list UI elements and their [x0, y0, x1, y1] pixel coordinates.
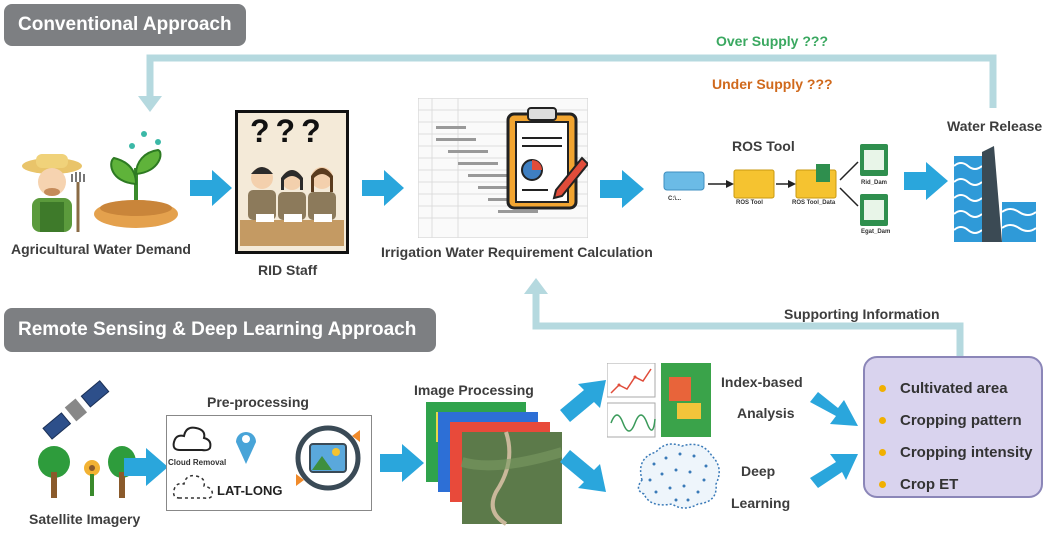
index-based-label: Index-based — [721, 374, 803, 390]
flow-arrow-index — [560, 380, 606, 422]
cloud-icon — [172, 426, 212, 452]
flow-arrow-4 — [904, 162, 948, 200]
output-item: Cultivated area — [879, 372, 1041, 404]
bullet-icon — [879, 448, 886, 456]
question-marks: ??? — [250, 113, 327, 149]
output-cultivated-area: Cultivated area — [900, 379, 1008, 397]
flow-arrow-deep — [560, 450, 606, 492]
output-item: Cropping intensity — [879, 436, 1041, 468]
remote-sensing-title: Remote Sensing & Deep Learning Approach — [4, 308, 436, 352]
farmer-icon — [22, 154, 85, 232]
output-cropping-intensity: Cropping intensity — [900, 443, 1033, 461]
dashed-cloud-icon — [172, 474, 214, 499]
index-charts-icon — [607, 363, 711, 438]
bullet-icon — [879, 480, 886, 488]
lat-long-label: LAT-LONG — [217, 483, 283, 498]
preprocessing-label: Pre-processing — [207, 394, 309, 410]
trees-icon — [38, 446, 136, 498]
conventional-approach-title: Conventional Approach — [4, 4, 246, 46]
image-stack-icon — [426, 402, 562, 526]
ros-folder-label: ROS Tool — [736, 200, 763, 206]
flow-arrow-1 — [190, 170, 232, 206]
satellite-icon — [42, 380, 110, 440]
ros-data-label: ROS Tool_Data — [792, 200, 836, 206]
flow-arrow-r2 — [380, 444, 424, 482]
brain-network-icon — [637, 443, 720, 509]
dam-icon — [954, 146, 1036, 242]
rid-staff-label: RID Staff — [258, 262, 318, 278]
output-cropping-pattern: Cropping pattern — [900, 411, 1022, 429]
staff-people-icon — [240, 167, 344, 246]
analysis-label: Analysis — [737, 405, 795, 421]
bullet-icon — [879, 384, 886, 392]
flow-arrow-to-summary-2 — [810, 454, 858, 488]
output-crop-et: Crop ET — [900, 475, 959, 493]
deep-label: Deep — [741, 463, 776, 479]
ros-drive-label: C:\... — [668, 196, 681, 202]
flow-arrow-2 — [362, 170, 404, 206]
water-release-label: Water Release — [947, 118, 1043, 134]
image-processing-label: Image Processing — [414, 382, 534, 398]
ros-tool-flow — [663, 144, 888, 226]
egat-dam-label: Egat_Dam — [861, 229, 891, 235]
flow-arrow-3 — [600, 170, 644, 208]
under-supply-label: Under Supply ??? — [712, 76, 833, 92]
flow-arrow-to-summary-1 — [810, 392, 858, 426]
satellite-imagery-label: Satellite Imagery — [29, 511, 141, 527]
sprout-icon — [94, 131, 178, 228]
bullet-icon — [879, 416, 886, 424]
outputs-summary-box: Cultivated area Cropping pattern Croppin… — [863, 356, 1043, 498]
iwr-calculation-label: Irrigation Water Requirement Calculation — [381, 244, 653, 260]
over-supply-label: Over Supply ??? — [716, 33, 829, 49]
cloud-removal-label: Cloud Removal — [168, 458, 227, 467]
rid-dam-label: Rid_Dam — [861, 180, 888, 186]
location-pin-icon — [236, 432, 256, 464]
iwr-spreadsheet-icon — [418, 98, 588, 238]
learning-label: Learning — [731, 495, 791, 511]
output-item: Crop ET — [879, 468, 1041, 500]
agricultural-water-demand-label: Agricultural Water Demand — [11, 241, 191, 257]
image-processing-cycle-icon — [295, 425, 361, 491]
ros-tool-title: ROS Tool — [732, 138, 795, 154]
supporting-information-label: Supporting Information — [784, 306, 940, 322]
flow-arrow-r1 — [124, 448, 168, 486]
output-item: Cropping pattern — [879, 404, 1041, 436]
